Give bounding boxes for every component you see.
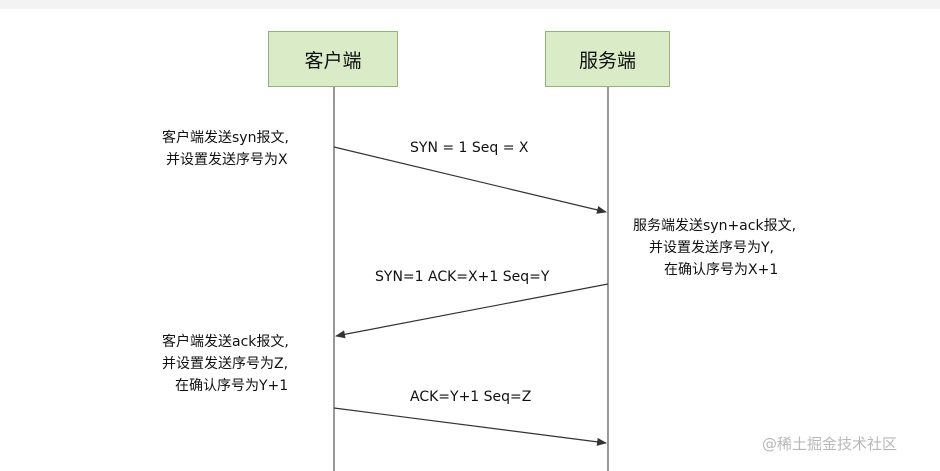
- note-line: 服务端发送syn+ack报文,: [633, 218, 797, 234]
- ack-label: ACK=Y+1 Seq=Z: [410, 389, 532, 405]
- syn-ack-label: SYN=1 ACK=X+1 Seq=Y: [375, 269, 550, 285]
- watermark: @稀土掘金技术社区: [762, 435, 898, 453]
- syn-ack-arrow: [335, 283, 609, 339]
- note-line: 在确认序号为Y+1: [175, 378, 289, 394]
- note-line: 并设置发送序号为Z,: [162, 356, 289, 372]
- client-node: 客户端: [268, 31, 398, 87]
- top-strip: [0, 0, 940, 9]
- note-line: 并设置发送序号为Y,: [649, 240, 775, 256]
- note-line: 客户端发送ack报文,: [162, 334, 289, 350]
- note-line: 客户端发送syn报文,: [162, 130, 289, 146]
- client-note-step3: 客户端发送ack报文, 并设置发送序号为Z, 在确认序号为Y+1: [162, 331, 289, 397]
- client-note-step1: 客户端发送syn报文, 并设置发送序号为X: [162, 127, 289, 171]
- note-line: 并设置发送序号为X: [166, 152, 288, 168]
- syn-arrow: [333, 146, 607, 214]
- note-line: 在确认序号为X+1: [664, 262, 779, 278]
- server-note-step2: 服务端发送syn+ack报文, 并设置发送序号为Y, 在确认序号为X+1: [633, 215, 796, 281]
- server-node: 服务端: [545, 31, 670, 87]
- ack-arrow: [333, 407, 607, 446]
- syn-label: SYN = 1 Seq = X: [410, 140, 529, 156]
